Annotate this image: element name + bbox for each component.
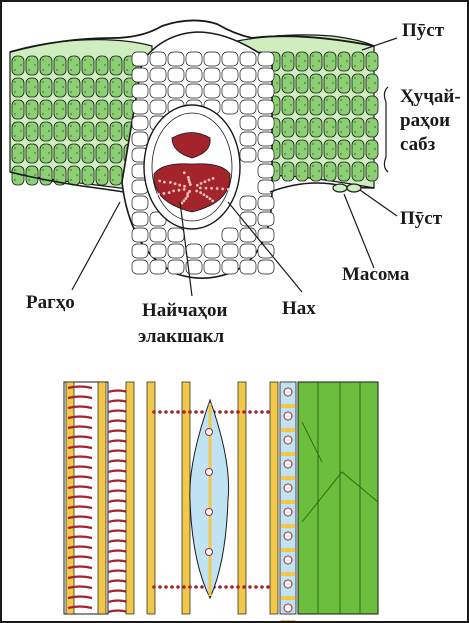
vascular-longitudinal-section: [2, 2, 467, 621]
leaf-anatomy-figure: Пӯст Ҳуҷай- раҳои сабз Пӯст Масома Рагҳо…: [0, 0, 469, 623]
